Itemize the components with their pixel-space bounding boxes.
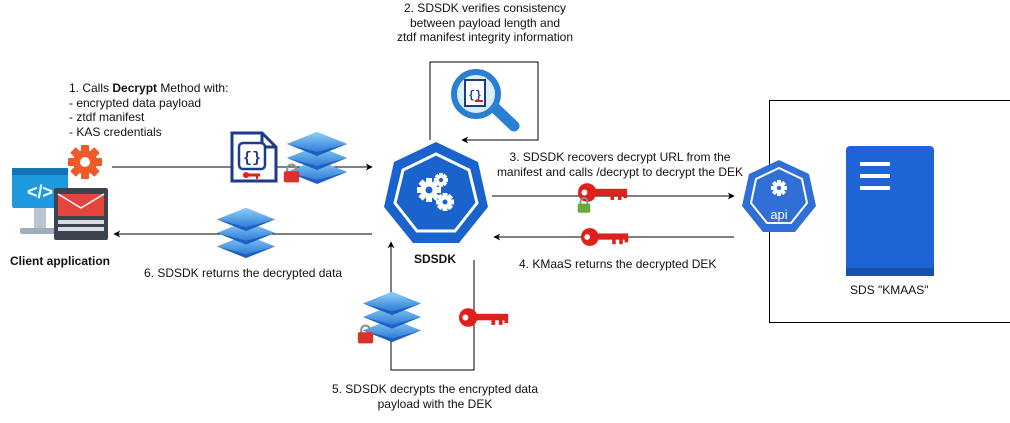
step3-text: 3. SDSDK recovers decrypt URL from the m… xyxy=(490,150,750,179)
step5-text: 5. SDSDK decrypts the encrypted data pay… xyxy=(320,382,550,411)
step4-text: 4. KMaaS returns the decrypted DEK xyxy=(519,257,717,271)
step3-line: manifest and calls /decrypt to decrypt t… xyxy=(496,164,744,179)
magnifier-verify-icon: {} xyxy=(451,69,520,132)
step1-item: - ztdf manifest xyxy=(69,110,145,124)
step5-line: payload with the DEK xyxy=(377,396,493,411)
client-application-label: Client application xyxy=(10,254,111,268)
key-icon xyxy=(580,226,630,248)
api-gateway-icon: api xyxy=(742,160,816,232)
svg-text:{}: {} xyxy=(468,90,481,102)
step1-item: - encrypted data payload xyxy=(69,95,202,110)
arrow-step2 xyxy=(429,61,539,144)
padlock-icon xyxy=(577,196,591,214)
padlock-icon xyxy=(357,324,374,344)
sdsdk-label: SDSDK xyxy=(414,252,457,266)
step2-line: between payload length and xyxy=(409,15,561,30)
server-icon xyxy=(846,146,934,276)
key-icon xyxy=(458,306,510,329)
svg-text:{}: {} xyxy=(243,150,261,167)
client-application-icon: </> xyxy=(12,145,108,240)
svg-text:</>: </> xyxy=(27,182,53,202)
step1-text: 1. Calls Decrypt Method with: - encrypte… xyxy=(69,81,228,139)
padlock-icon xyxy=(283,163,300,183)
svg-text:api: api xyxy=(770,207,787,222)
step6-text: 6. SDSDK returns the decrypted data xyxy=(144,266,343,280)
step1-heading: 1. Calls Decrypt Method with: xyxy=(69,81,229,95)
kubernetes-gears-icon xyxy=(384,142,488,243)
step1-item: - KAS credentials xyxy=(69,124,162,139)
step2-text: 2. SDSDK verifies consistency between pa… xyxy=(380,1,590,45)
step2-line: ztdf manifest integrity information xyxy=(396,30,574,44)
ztdf-manifest-file-icon: {} xyxy=(230,131,278,183)
step2-line: 2. SDSDK verifies consistency xyxy=(403,1,567,15)
step5-line: 5. SDSDK decrypts the encrypted data xyxy=(331,382,539,396)
kmaas-label: SDS "KMAAS" xyxy=(850,283,929,297)
step3-line: 3. SDSDK recovers decrypt URL from the xyxy=(509,150,731,164)
decrypted-data-layers-icon xyxy=(214,206,278,260)
